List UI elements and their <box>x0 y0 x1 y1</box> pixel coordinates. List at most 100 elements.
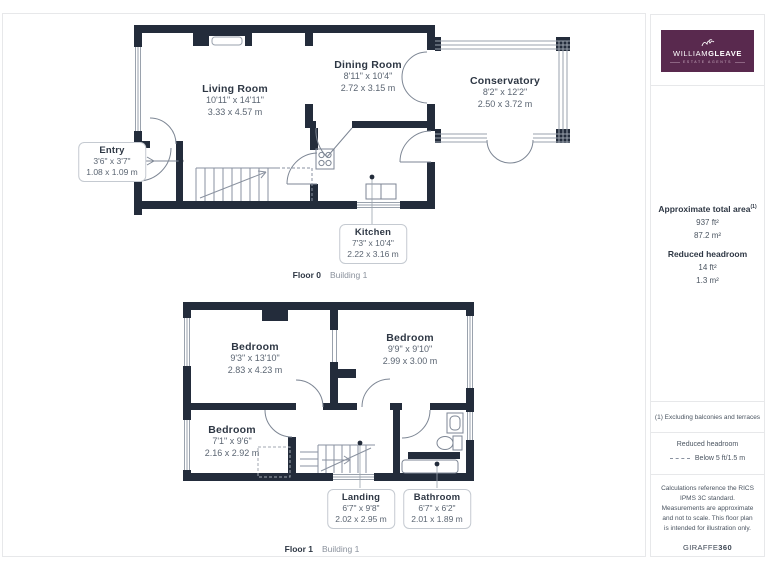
kitchen-conservatory-door-arc <box>399 130 432 163</box>
plan-area-frame <box>2 13 646 557</box>
entry-anchor-dot <box>178 158 184 164</box>
room-callout-landing: Landing 6'7" x 9'8" 2.02 x 2.95 m <box>327 489 395 530</box>
room-name: Conservatory <box>469 75 541 87</box>
floor1-windows <box>184 316 473 480</box>
room-label-bedroom-2: Bedroom 9'9" x 9'10" 2.99 x 3.00 m <box>383 332 438 367</box>
bedroom3-door-arc <box>264 409 293 438</box>
tagline-text: ESTATE AGENTS <box>682 60 733 64</box>
tagline-rule-right <box>735 61 746 63</box>
room-dims-imperial: 8'2" x 12'2" <box>482 87 528 97</box>
conservatory-glazing <box>435 40 570 143</box>
bathroom-anchor-dot <box>434 461 440 467</box>
conservatory-double-doors-arc <box>486 139 534 164</box>
room-dims-metric: 2.50 x 3.72 m <box>477 98 533 109</box>
floor0-plan <box>134 25 570 224</box>
disclaimer-section: Calculations reference the RICS IPMS 3C … <box>651 475 764 556</box>
legend-section: Reduced headroom Below 5 ft/1.5 m <box>651 433 764 475</box>
room-dims-metric: 3.33 x 4.57 m <box>207 106 263 117</box>
total-area-ft: 937 ft² <box>696 218 719 227</box>
legend-item-text: Below 5 ft/1.5 m <box>694 455 746 462</box>
floor0-stairs <box>195 167 313 201</box>
giraffe-prefix: GIRAFFE <box>682 543 719 553</box>
building-name: Building 1 <box>322 544 360 554</box>
toilet-icon <box>436 435 463 451</box>
bedroom1-door-arc <box>295 379 324 408</box>
reduced-headroom-zone <box>257 446 291 478</box>
floor1-walls <box>183 302 474 481</box>
floor1-caption: Floor 1 Building 1 <box>285 544 360 554</box>
room-dims-metric: 2.16 x 2.92 m <box>204 447 260 458</box>
bathroom-fixtures <box>401 412 464 474</box>
logo-section: WILLIAMGLEAVE ESTATE AGENTS <box>651 15 764 86</box>
room-dims-metric: 2.01 x 1.89 m <box>411 514 463 525</box>
reduced-headroom-m: 1.3 m² <box>696 276 719 285</box>
floor0-windows <box>135 36 400 208</box>
floor1-plan <box>183 302 474 488</box>
agency-name-last: GLEAVE <box>708 49 742 58</box>
agency-name-first: WILLIAM <box>673 49 709 58</box>
area-summary-section: Approximate total area(1) 937 ft² 87.2 m… <box>651 86 764 402</box>
room-dims-imperial: 10'11" x 14'11" <box>205 95 265 105</box>
room-dims-imperial: 7'3" x 10'4" <box>352 238 394 248</box>
reduced-headroom-ft: 14 ft² <box>698 263 717 272</box>
room-label-bedroom-3: Bedroom 7'1" x 9'6" 2.16 x 2.92 m <box>205 424 260 459</box>
sink-icon <box>365 183 397 200</box>
legend-row: Below 5 ft/1.5 m <box>651 455 764 462</box>
disclaimer-text: Calculations reference the RICS IPMS 3C … <box>661 485 754 533</box>
floor0-caption: Floor 0 Building 1 <box>293 270 368 280</box>
stove-icon <box>315 148 335 170</box>
tagline-rule-left <box>669 61 680 63</box>
room-dims-metric: 2.72 x 3.15 m <box>340 82 396 93</box>
bedroom2-door-arc <box>361 378 391 408</box>
room-dims-imperial: 6'7" x 9'8" <box>342 503 380 513</box>
room-callout-bathroom: Bathroom 6'7" x 6'2" 2.01 x 1.89 m <box>403 489 471 530</box>
floor1-leaders <box>357 440 440 488</box>
info-sidebar: WILLIAMGLEAVE ESTATE AGENTS Approximate … <box>650 14 765 557</box>
room-dims-imperial: 9'3" x 13'10" <box>230 353 280 363</box>
building-name: Building 1 <box>330 270 368 280</box>
floor-number: Floor 0 <box>292 270 321 280</box>
room-dims-imperial: 3'6" x 3'7" <box>93 156 131 166</box>
floor0-leaders <box>142 156 375 224</box>
room-label-bedroom-1: Bedroom 9'3" x 13'10" 2.83 x 4.23 m <box>228 341 283 376</box>
total-area-footnote-marker: (1) <box>750 204 757 211</box>
kitchen-anchor-dot <box>369 174 375 180</box>
floor-number: Floor 1 <box>284 544 313 554</box>
room-label-conservatory: Conservatory 8'2" x 12'2" 2.50 x 3.72 m <box>470 75 540 110</box>
bathtub-icon <box>401 459 459 474</box>
room-dims-metric: 2.83 x 4.23 m <box>227 364 283 375</box>
room-name: Entry <box>99 145 125 156</box>
agency-tagline: ESTATE AGENTS <box>669 60 746 64</box>
floor1-stairs <box>300 444 375 473</box>
room-dims-imperial: 6'7" x 6'2" <box>418 503 456 513</box>
bathroom-sink-icon <box>446 412 464 434</box>
landing-anchor-dot <box>357 440 363 446</box>
dining-french-doors-arc <box>401 51 428 104</box>
room-name: Dining Room <box>334 59 402 71</box>
living-room-door-arc <box>149 117 177 145</box>
agency-logo: WILLIAMGLEAVE ESTATE AGENTS <box>661 30 754 72</box>
total-area-m: 87.2 m² <box>693 231 722 240</box>
giraffe-suffix: 360 <box>718 543 733 553</box>
footnote-section: (1) Excluding balconies and terraces <box>651 402 764 433</box>
bathroom-door-arc <box>401 409 431 439</box>
room-name: Bedroom <box>208 424 256 436</box>
dashed-line-icon <box>669 458 690 459</box>
room-name: Landing <box>341 492 381 503</box>
spacer <box>651 240 764 249</box>
room-name: Living Room <box>202 83 268 95</box>
floor1-doors <box>264 378 431 439</box>
room-name: Kitchen <box>354 227 392 238</box>
room-dims-metric: 2.02 x 2.95 m <box>335 514 387 525</box>
room-callout-kitchen: Kitchen 7'3" x 10'4" 2.22 x 3.16 m <box>339 224 407 265</box>
room-dims-imperial: 9'9" x 9'10" <box>387 344 433 354</box>
room-dims-metric: 2.99 x 3.00 m <box>382 355 438 366</box>
reduced-headroom-title: Reduced headroom <box>667 249 748 259</box>
room-callout-entry: Entry 3'6" x 3'7" 1.08 x 1.09 m <box>78 142 146 183</box>
room-name: Bedroom <box>386 332 434 344</box>
legend-title: Reduced headroom <box>676 441 739 448</box>
entry-arrow-icon <box>142 156 179 166</box>
room-name: Bathroom <box>413 492 461 503</box>
giraffe360-logo: GIRAFFE360 <box>660 543 755 552</box>
